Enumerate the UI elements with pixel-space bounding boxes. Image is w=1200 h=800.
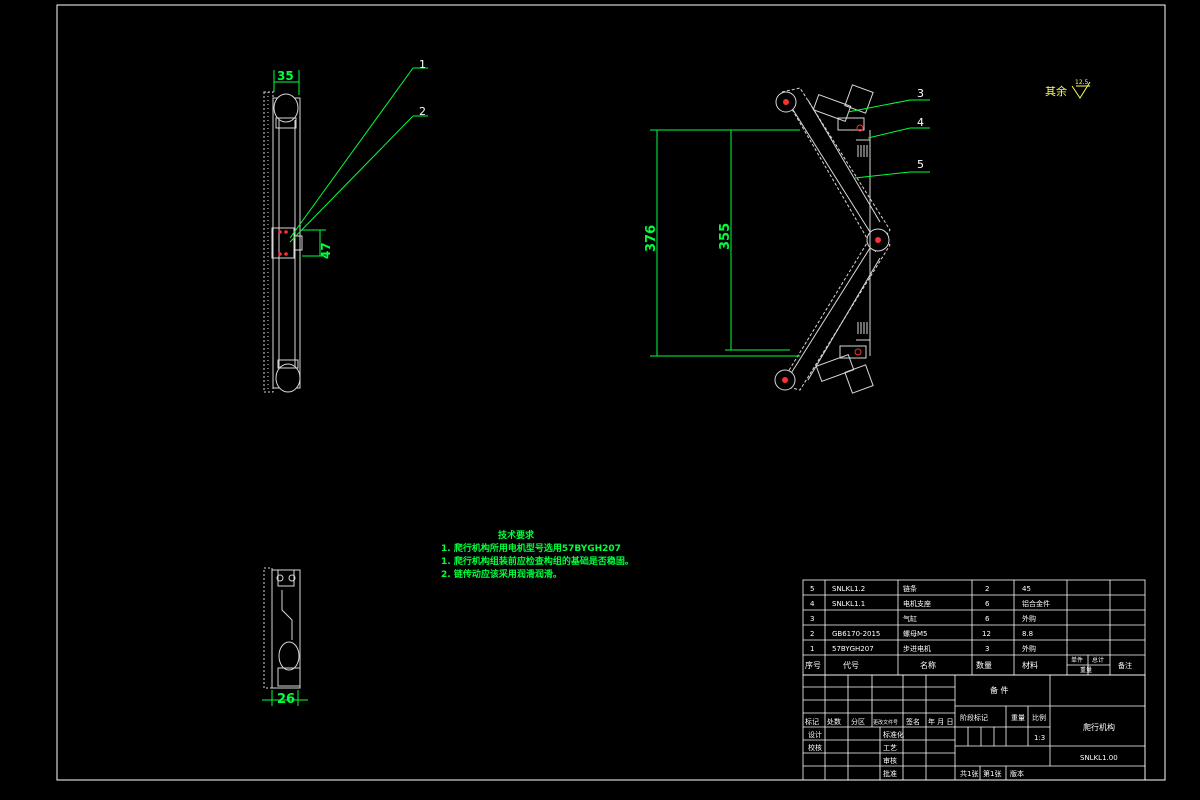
bom-row-5-material: 45 [1022, 585, 1031, 593]
sheet-total: 共1张 [960, 769, 978, 778]
rev-header-mark: 标记 [805, 717, 819, 726]
tech-requirements: 技术要求 1. 爬行机构所用电机型号选用57BYGH207 1. 爬行机构组装前… [441, 529, 634, 580]
dim-side-width: 35 [277, 69, 294, 83]
sheet-number: 第1张 [983, 769, 1001, 778]
bom-row-1-name: 步进电机 [903, 644, 931, 653]
rev-header-doc: 更改文件号 [873, 719, 898, 726]
bom-row-4-name: 电机支座 [903, 599, 931, 608]
bom-row-5-qty: 2 [985, 585, 989, 593]
bom-table [802, 579, 1146, 676]
dim-bottom-width: 26 [277, 692, 295, 707]
main-view: 376 355 3 4 5 [644, 84, 930, 394]
bom-header-code: 代号 [843, 660, 859, 670]
side-view: 35 47 1 2 [263, 58, 428, 393]
callout-4: 4 [917, 116, 924, 129]
rev-header-count: 处数 [827, 717, 841, 726]
bom-row-2-no: 2 [810, 630, 814, 638]
bom-row-3-qty: 6 [985, 615, 990, 623]
role-approve: 批准 [883, 769, 897, 778]
bom-header-unit: 单件 [1071, 656, 1083, 664]
role-design: 设计 [808, 730, 822, 739]
bom-rows: 5 SNLKL1.2 链条 2 45 4 SNLKL1.1 电机支座 6 铝合金… [805, 584, 1132, 674]
bom-row-3-material: 外购 [1022, 614, 1036, 623]
roughness-symbol: 其余 12.5 [1045, 79, 1091, 99]
bom-row-5-name: 链条 [903, 584, 917, 593]
bom-header-total: 总计 [1092, 656, 1104, 664]
callout-1: 1 [419, 58, 426, 71]
bom-row-2-code: GB6170-2015 [832, 630, 880, 638]
tech-title: 技术要求 [498, 529, 535, 541]
bottom-view: 26 [262, 567, 308, 707]
bom-row-2-name: 螺母M5 [903, 629, 928, 638]
dim-outer-height: 376 [644, 225, 659, 252]
roughness-value: 12.5 [1075, 79, 1089, 86]
bom-row-5-no: 5 [810, 585, 814, 593]
roughness-label: 其余 [1045, 84, 1067, 98]
tech-line-2: 1. 爬行机构组装前应检查构组的基础是否稳固。 [441, 555, 634, 567]
dim-inner-height: 355 [718, 223, 733, 250]
scale-value: 1:3 [1034, 734, 1045, 742]
bom-header-note: 备注 [1118, 661, 1132, 670]
bom-header-weight: 重量 [1080, 666, 1092, 674]
bom-row-3-no: 3 [810, 615, 814, 623]
bom-row-4-no: 4 [810, 600, 815, 608]
bom-header-material: 材料 [1022, 660, 1038, 670]
bom-row-4-code: SNLKL1.1 [832, 600, 865, 608]
bom-row-1-qty: 3 [985, 645, 989, 653]
tech-line-3: 2. 链传动应该采用润滑润滑。 [441, 568, 562, 580]
bom-header-name: 名称 [920, 660, 936, 670]
role-process: 工艺 [883, 744, 897, 752]
callout-2: 2 [419, 105, 426, 118]
stage-mark-label: 阶段标记 [960, 713, 988, 722]
rev-header-zone: 分区 [851, 717, 865, 726]
material-mark: 备 件 [990, 685, 1009, 695]
drawing-frame [56, 4, 1166, 781]
bom-row-2-qty: 12 [982, 630, 991, 638]
title-block-grid [802, 674, 1146, 781]
scale-label: 比例 [1032, 713, 1046, 722]
bom-row-5-code: SNLKL1.2 [832, 585, 865, 593]
role-standard: 标准化 [883, 730, 904, 739]
rev-header-date: 年 月 日 [928, 717, 953, 726]
bom-row-1-code: 57BYGH207 [832, 645, 874, 653]
bom-row-4-material: 铝合金件 [1022, 599, 1050, 608]
title-block-text: 标记 处数 分区 更改文件号 签名 年 月 日 设计 校核 审核 工艺 标准化 … [805, 685, 1118, 778]
bom-row-1-no: 1 [810, 645, 814, 653]
callout-5: 5 [917, 158, 924, 171]
bom-row-2-material: 8.8 [1022, 630, 1033, 638]
rev-header-sign: 签名 [906, 717, 920, 726]
bom-row-4-qty: 6 [985, 600, 990, 608]
bom-header-no: 序号 [805, 660, 821, 670]
bom-row-3-name: 气缸 [903, 614, 917, 623]
weight-label: 重量 [1011, 714, 1025, 722]
drawing-number: SNLKL1.00 [1080, 754, 1118, 762]
sheet-version: 版本 [1010, 769, 1024, 778]
callout-3: 3 [917, 87, 924, 100]
bom-header-qty: 数量 [976, 660, 992, 670]
role-review: 审核 [883, 756, 897, 765]
drawing-name: 爬行机构 [1083, 722, 1115, 732]
tech-line-1: 1. 爬行机构所用电机型号选用57BYGH207 [441, 542, 621, 554]
dim-side-height: 47 [319, 242, 333, 259]
bom-row-1-material: 外购 [1022, 644, 1036, 653]
role-check: 校核 [808, 743, 822, 752]
